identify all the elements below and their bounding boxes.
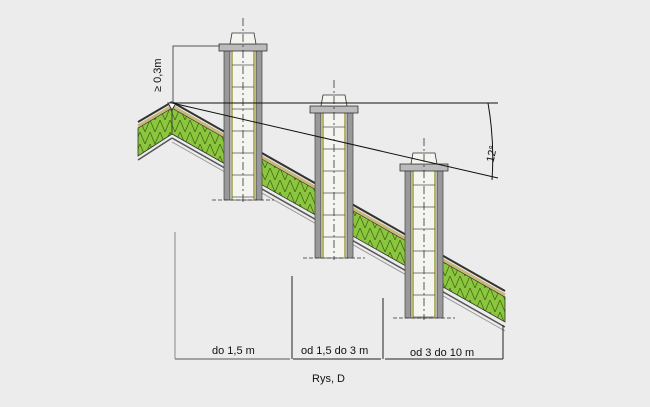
zone3-label: od 3 do 10 m bbox=[410, 347, 475, 359]
distance-dimensions bbox=[174, 232, 504, 360]
slope-reference-line bbox=[171, 102, 499, 179]
min-height-dimension bbox=[172, 45, 220, 103]
roof-left bbox=[137, 101, 173, 161]
angle-arc bbox=[487, 102, 494, 181]
caption: Rys, D bbox=[312, 373, 345, 385]
zone1-label: do 1,5 m bbox=[212, 345, 255, 357]
chimney-3 bbox=[393, 138, 455, 320]
zone2-label: od 1,5 do 3 m bbox=[301, 345, 369, 357]
min-height-label: ≥ 0,3m bbox=[152, 58, 164, 92]
chimney-2 bbox=[303, 80, 365, 260]
chimney-1 bbox=[212, 18, 274, 202]
